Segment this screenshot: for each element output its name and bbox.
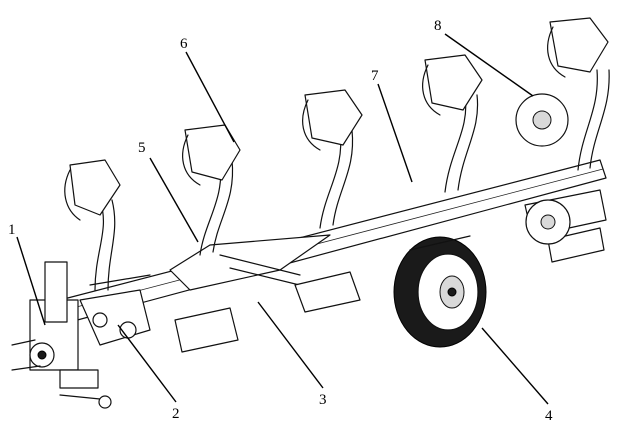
- hitch-assembly: [11, 261, 151, 409]
- leader-5: [149, 157, 199, 243]
- callout-4: 4: [545, 408, 553, 424]
- callout-3: 3: [319, 392, 327, 408]
- plough-body-4: [422, 54, 483, 193]
- disc-coulter: [515, 93, 571, 245]
- leader-2: [117, 324, 177, 403]
- leader-3: [257, 301, 324, 389]
- callout-2: 2: [172, 406, 180, 422]
- leader-8: [444, 33, 534, 97]
- plough-body-2: [182, 124, 241, 256]
- callout-labels: 1 2 3 4 5 6 7 8: [8, 18, 553, 424]
- depth-wheel: [393, 235, 487, 348]
- leader-lines: [16, 33, 549, 405]
- plough-body-3: [302, 89, 363, 229]
- leader-1: [16, 236, 46, 326]
- leader-6: [185, 51, 235, 143]
- plough-body-1: [64, 159, 121, 291]
- main-frame-beam: [59, 159, 607, 323]
- callout-6: 6: [180, 36, 188, 52]
- leader-7: [377, 83, 413, 183]
- plough-body-5: [547, 17, 610, 171]
- callout-7: 7: [371, 68, 379, 84]
- callout-8: 8: [434, 18, 442, 34]
- leader-4: [481, 327, 549, 405]
- callout-1: 1: [8, 222, 16, 238]
- callout-5: 5: [138, 140, 146, 156]
